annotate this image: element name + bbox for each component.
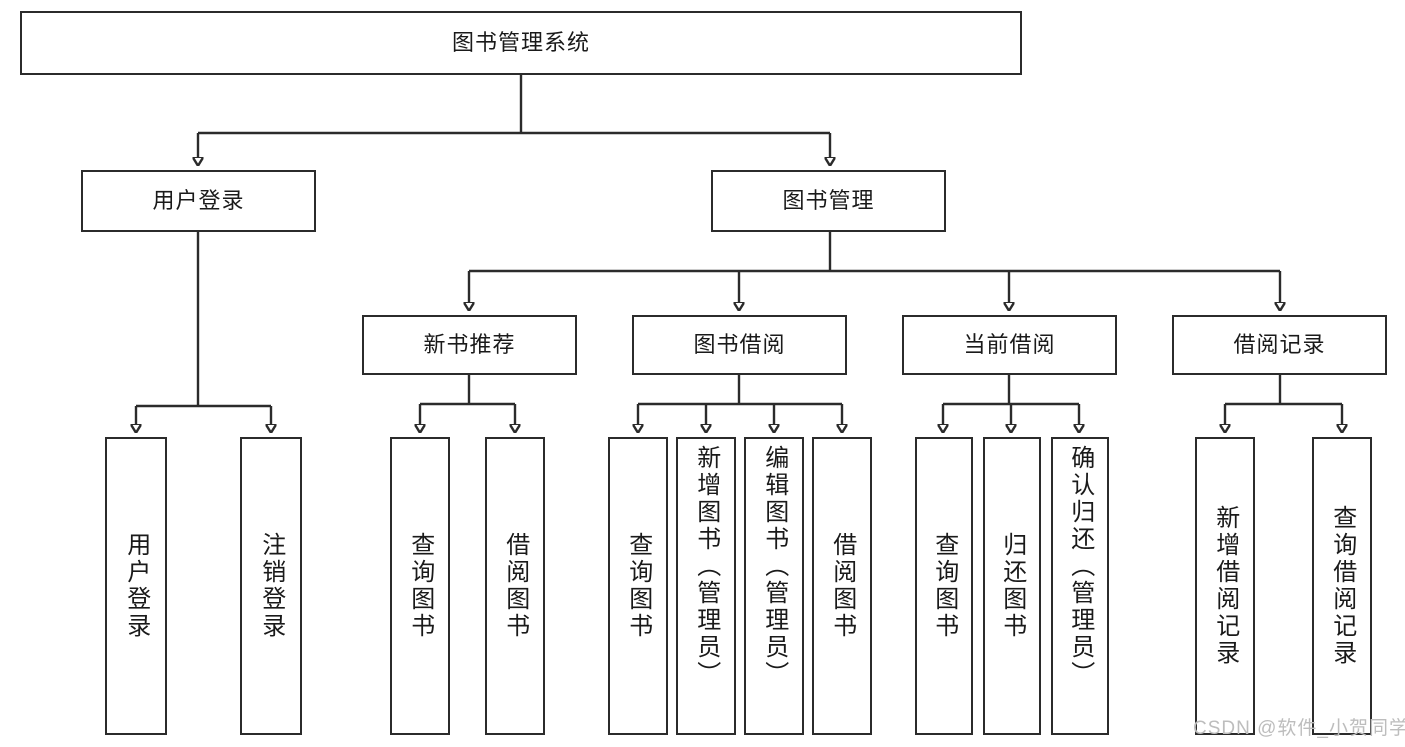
node-label: 确认归还（管理员） — [1066, 445, 1094, 688]
node-label: 新书推荐 — [423, 332, 516, 358]
node-label: 图书管理系统 — [451, 30, 590, 56]
node-label: 查询图书 — [624, 532, 652, 640]
leaf-current-return-book[interactable]: 归还图书 — [983, 437, 1041, 735]
node-new-book-recommend[interactable]: 新书推荐 — [362, 315, 577, 375]
node-borrow-record[interactable]: 借阅记录 — [1172, 315, 1387, 375]
node-label: 借阅图书 — [501, 532, 529, 640]
leaf-new-book-query[interactable]: 查询图书 — [390, 437, 450, 735]
leaf-new-book-borrow[interactable]: 借阅图书 — [485, 437, 545, 735]
node-label: 用户登录 — [152, 188, 245, 214]
csdn-watermark: CSDN @软件_小贺同学 — [1193, 718, 1405, 739]
node-label: 借阅图书 — [828, 532, 856, 640]
node-label: 编辑图书（管理员） — [760, 445, 788, 688]
node-root-book-management-system[interactable]: 图书管理系统 — [20, 11, 1022, 75]
node-label: 查询图书 — [930, 532, 958, 640]
node-label: 查询借阅记录 — [1328, 505, 1356, 667]
leaf-record-query-record[interactable]: 查询借阅记录 — [1312, 437, 1372, 735]
leaf-borrow-borrow-book[interactable]: 借阅图书 — [812, 437, 872, 735]
node-book-borrow[interactable]: 图书借阅 — [632, 315, 847, 375]
node-label: 用户登录 — [122, 532, 150, 640]
leaf-user-login-login[interactable]: 用户登录 — [105, 437, 167, 735]
leaf-user-login-logout[interactable]: 注销登录 — [240, 437, 302, 735]
leaf-borrow-edit-book-admin[interactable]: 编辑图书（管理员） — [744, 437, 804, 735]
node-current-borrow[interactable]: 当前借阅 — [902, 315, 1117, 375]
node-label: 当前借阅 — [963, 332, 1056, 358]
node-label: 图书借阅 — [693, 332, 786, 358]
node-label: 图书管理 — [782, 188, 875, 214]
node-label: 新增借阅记录 — [1211, 505, 1239, 667]
node-book-management[interactable]: 图书管理 — [711, 170, 946, 232]
leaf-borrow-query-book[interactable]: 查询图书 — [608, 437, 668, 735]
node-label: 查询图书 — [406, 532, 434, 640]
node-user-login[interactable]: 用户登录 — [81, 170, 316, 232]
leaf-borrow-add-book-admin[interactable]: 新增图书（管理员） — [676, 437, 736, 735]
node-label: 新增图书（管理员） — [692, 445, 720, 688]
leaf-current-query-book[interactable]: 查询图书 — [915, 437, 973, 735]
leaf-record-add-record[interactable]: 新增借阅记录 — [1195, 437, 1255, 735]
node-label: 借阅记录 — [1233, 332, 1326, 358]
node-label: 归还图书 — [998, 532, 1026, 640]
leaf-current-confirm-return-admin[interactable]: 确认归还（管理员） — [1051, 437, 1109, 735]
node-label: 注销登录 — [257, 532, 285, 640]
